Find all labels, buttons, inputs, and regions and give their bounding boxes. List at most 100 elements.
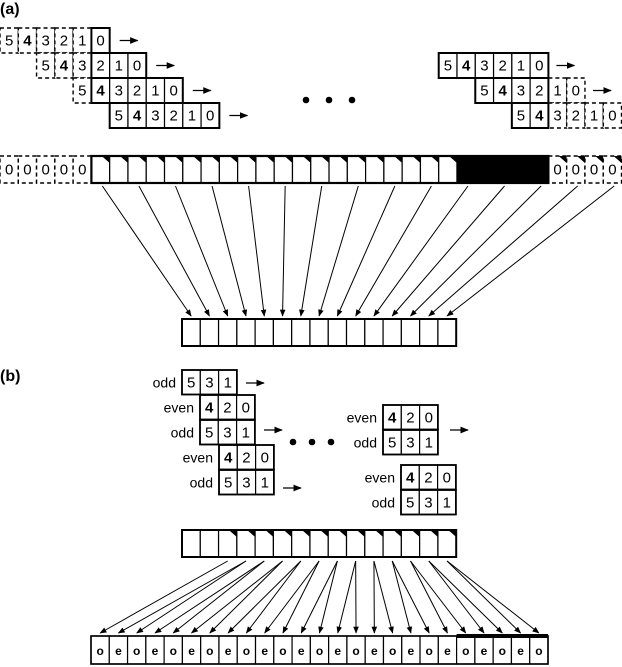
mapping-arrow <box>391 560 413 634</box>
mapping-arrow <box>209 560 283 634</box>
cell-value: 0 <box>572 83 580 100</box>
cell-value: 3 <box>78 58 86 75</box>
cell-value: 4 <box>96 83 105 100</box>
mapping-arrow <box>227 560 302 634</box>
cell-value: 5 <box>187 374 195 391</box>
mapping-arrow <box>300 560 338 634</box>
mapping-arrow <box>175 185 229 317</box>
cell-value: 4 <box>406 469 415 486</box>
corner-mark-icon <box>356 530 365 537</box>
phase-label: odd <box>171 424 194 440</box>
phase-label: even <box>365 469 395 485</box>
cell-value: 0 <box>535 58 543 75</box>
mapping-arrow <box>154 560 265 634</box>
panel-a-label: (a) <box>0 1 20 18</box>
cell-value: 1 <box>553 83 561 100</box>
output-row <box>181 318 458 347</box>
input-signal-row-b <box>181 529 458 558</box>
mapping-arrow <box>373 185 469 317</box>
cell-value: 2 <box>169 108 177 125</box>
cell-value: e <box>188 644 195 658</box>
corner-mark-icon <box>156 156 165 163</box>
cell-value: 5 <box>444 58 452 75</box>
cell-value: e <box>225 644 232 658</box>
cell-value: 0 <box>590 162 598 179</box>
ellipsis-dot-icon <box>302 96 310 104</box>
cell-value: 4 <box>462 58 471 75</box>
cell-value: 1 <box>224 374 232 391</box>
cell-value: 0 <box>206 108 214 125</box>
mapping-arrow <box>318 185 359 317</box>
mapping-arrow <box>428 560 503 634</box>
cell-value: 5 <box>480 83 488 100</box>
cell-value: o <box>462 644 469 658</box>
cell-value: o <box>133 644 140 658</box>
cell-value: 2 <box>242 449 250 466</box>
cell-value: e <box>444 644 451 658</box>
masked-cell <box>492 155 513 184</box>
cell-value: 5 <box>115 108 123 125</box>
mapping-arrow <box>428 185 578 317</box>
cell-value: 3 <box>115 83 123 100</box>
mapping-arrow <box>279 185 286 317</box>
mapping-arrow <box>336 185 396 317</box>
cell-value: 1 <box>115 58 123 75</box>
cell-value: 0 <box>5 162 13 179</box>
corner-mark-icon <box>338 530 347 537</box>
cell-value: 5 <box>5 33 13 50</box>
cell-value: 3 <box>242 474 250 491</box>
decimation-arrows <box>101 185 615 317</box>
corner-mark-icon <box>394 156 403 163</box>
cell-value: 0 <box>608 162 616 179</box>
corner-mark-icon <box>375 156 384 163</box>
masked-cell <box>511 155 531 184</box>
phase-label: odd <box>354 434 377 450</box>
cell-value: 2 <box>424 469 432 486</box>
cell-value: 5 <box>406 494 414 511</box>
cell-value: 1 <box>517 58 525 75</box>
mapping-arrow <box>391 560 430 634</box>
mapping-arrow <box>410 185 542 317</box>
output-cell <box>217 318 238 347</box>
cell-value: e <box>334 644 341 658</box>
input-outline <box>90 154 550 185</box>
output-cell <box>272 318 293 347</box>
ellipsis-dot-icon <box>289 438 297 446</box>
cell-value: e <box>298 644 305 658</box>
cell-value: 2 <box>96 58 104 75</box>
cell-value: 4 <box>388 409 397 426</box>
cell-value: 1 <box>443 494 451 511</box>
cell-value: o <box>279 644 286 658</box>
cell-value: e <box>261 644 268 658</box>
cell-value: 5 <box>42 58 50 75</box>
mapping-arrow <box>391 185 505 317</box>
cell-value: 4 <box>499 83 508 100</box>
cell-value: 3 <box>424 494 432 511</box>
cell-value: 0 <box>133 58 141 75</box>
output-cell <box>309 318 329 347</box>
phase-label: even <box>183 449 213 465</box>
cell-value: o <box>96 644 103 658</box>
cell-value: 2 <box>223 399 231 416</box>
cell-value: 5 <box>78 83 86 100</box>
corner-mark-icon <box>247 530 256 537</box>
cell-value: 4 <box>23 33 32 50</box>
cell-value: 0 <box>553 162 561 179</box>
cell-value: o <box>426 644 433 658</box>
corner-mark-icon <box>229 156 238 163</box>
cell-value: 0 <box>60 162 68 179</box>
corner-mark-icon <box>174 156 183 163</box>
filter-outline <box>510 102 550 129</box>
input-sample-cell <box>199 529 220 558</box>
cell-value: 4 <box>205 399 214 416</box>
